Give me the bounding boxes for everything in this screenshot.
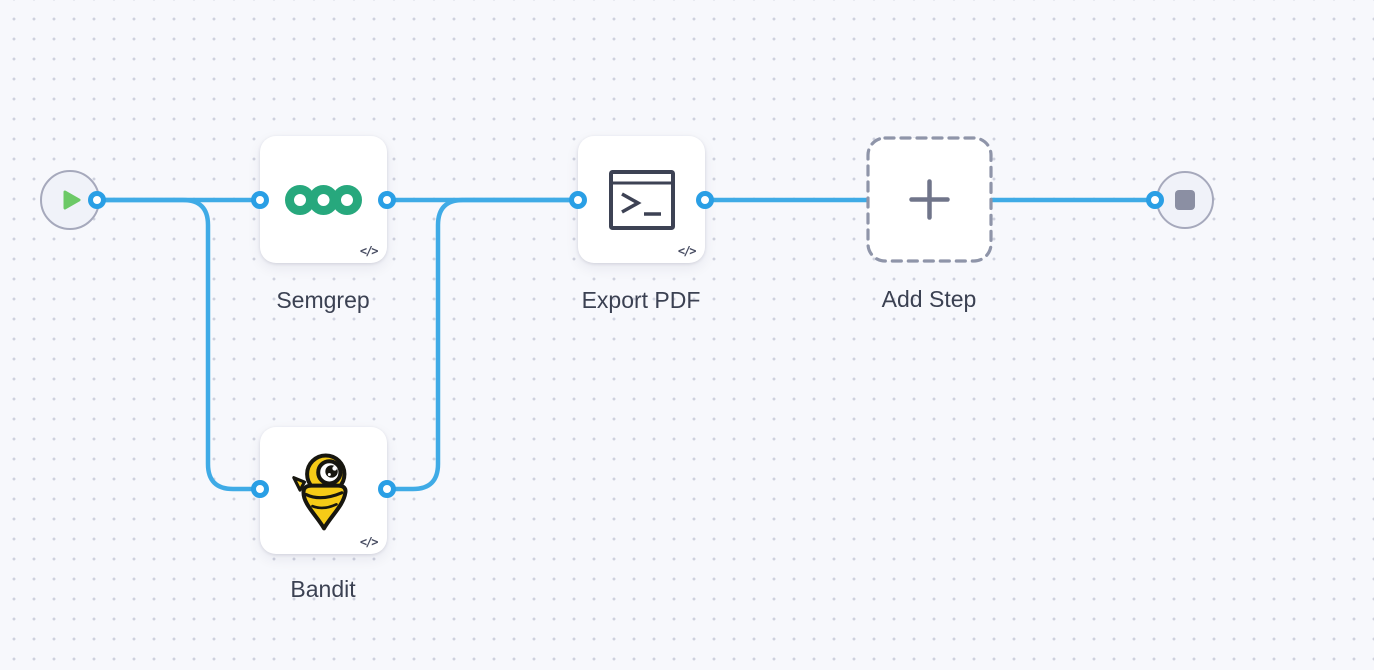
edge-bandit-exportpdf[interactable] (384, 197, 581, 492)
node-label-bandit: Bandit (290, 576, 356, 602)
port-start-output[interactable] (88, 191, 106, 209)
port-bandit-output[interactable] (378, 480, 396, 498)
end-node[interactable] (1156, 171, 1214, 229)
port-semgrep-output[interactable] (378, 191, 396, 209)
edge-start-bandit[interactable] (94, 197, 263, 492)
node-semgrep[interactable]: </> (260, 136, 387, 263)
port-export-pdf-output[interactable] (696, 191, 714, 209)
plus-icon (909, 179, 950, 220)
node-label-export-pdf: Export PDF (581, 287, 701, 313)
terminal-icon (608, 169, 675, 230)
port-end-input[interactable] (1146, 191, 1164, 209)
stop-icon (1175, 190, 1195, 210)
node-label-add-step: Add Step (881, 286, 977, 312)
code-step-icon: </> (359, 535, 379, 549)
node-label-semgrep: Semgrep (276, 287, 370, 313)
semgrep-logo (285, 184, 362, 215)
play-icon (63, 190, 81, 210)
bandit-logo (291, 452, 347, 530)
dashed-placeholder-border (866, 136, 993, 263)
node-export-pdf[interactable]: </> (578, 136, 705, 263)
add-step-button[interactable] (866, 136, 993, 263)
node-bandit[interactable]: </> (260, 427, 387, 554)
port-semgrep-input[interactable] (251, 191, 269, 209)
code-step-icon: </> (359, 244, 379, 258)
port-bandit-input[interactable] (251, 480, 269, 498)
code-step-icon: </> (677, 244, 697, 258)
port-export-pdf-input[interactable] (569, 191, 587, 209)
